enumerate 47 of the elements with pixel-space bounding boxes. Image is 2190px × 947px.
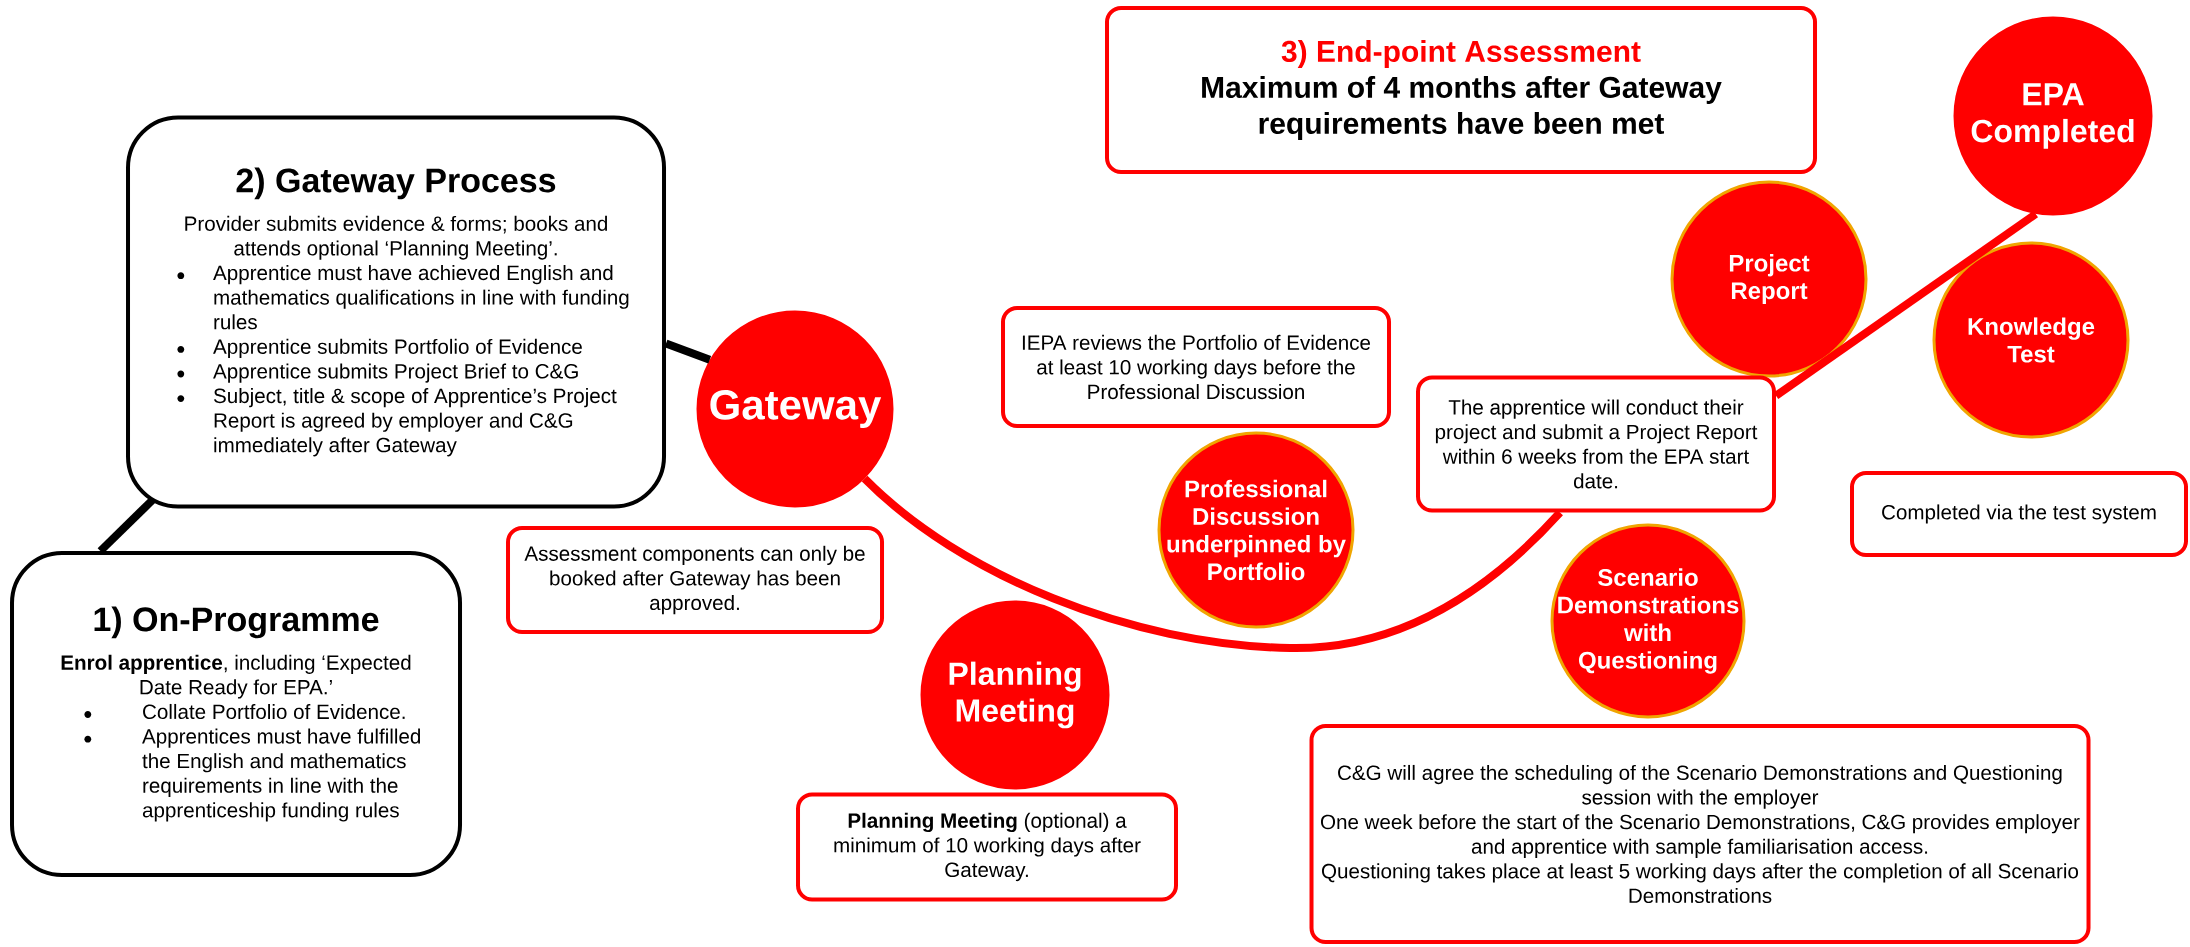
body-text: Planning Meeting (optional) a minimum of 10 working days after Gateway. [834,812,1141,882]
circle-label: Scenario Demonstrations with Questioning [1558,568,1739,674]
note-box [1416,375,1776,513]
note-box [1309,724,2091,944]
body-text: Assessment components can only be booked after Gateway has been approved. [524,545,865,615]
circle-label: Professional Discussion underpinned by Portfolio [1167,479,1346,581]
connector-line [861,475,1563,652]
body-text: The apprentice will conduct their project and submit a Project Report within 6 weeks from the EPA start date. [1435,399,1758,489]
stage-circle [1550,523,1746,719]
heading: 1) On-Programme [94,606,379,639]
note-box [1850,471,2188,557]
circle-label: EPA Completed [1971,83,2134,149]
bullet-text: Apprentice submits Portfolio of Evidence [213,338,582,359]
circle-label: Planning Meeting [949,661,1081,729]
body-text: C&G will agree the scheduling of the Scenario Demonstrations and Questioning session with the employer [1338,764,2062,809]
connector-line [97,496,156,554]
circle-label: Gateway [710,389,882,428]
body-text: IEPA reviews the Portfolio of Evidence at least 10 working days before the Professional Discussion [1022,334,1371,400]
rounded-box [126,115,666,509]
body-text: Completed via the test system [1882,504,2156,524]
subheading: Maximum of 4 months after Gateway requirements have been met [1202,76,1722,140]
bullet-text: Apprentice must have achieved English and mathematics qualifications in line with funding rules [213,265,629,330]
stage-circle [1932,241,2130,439]
body-text: Enrol apprentice, including ‘Expected Date Ready for EPA.’ [61,654,411,699]
circle-label: Project Report [1729,254,1810,304]
stage-circle [696,310,894,508]
body-text: One week before the start of the Scenario Demonstrations, C&G provides employer and apprentice with sample familiarisation access. [1321,814,2080,858]
stage-circle [1670,180,1868,378]
stage-circle [1157,431,1355,629]
note-box [1001,306,1391,428]
note-box [506,526,884,634]
stage-circle [920,600,1110,790]
note-box [796,792,1178,902]
connector-line [1773,210,2039,400]
bullet-text: Apprentice submits Project Brief to C&G [213,363,578,383]
bullet-text: Collate Portfolio of Evidence. [143,703,405,720]
body-text: Questioning takes place at least 5 working days after the completion of all Scenario Demonstrations [1321,863,2079,904]
body-text: Provider submits evidence & forms; books and attends optional ‘Planning Meeting’. [185,215,607,260]
heading: 3) End-point Assessment [1281,40,1641,68]
circle-label: Knowledge Test [1968,317,2095,363]
stage-circle [1953,16,2153,216]
connector-line [664,339,712,364]
note-box [1105,6,1817,174]
rounded-box [10,551,462,877]
heading: 2) Gateway Process [236,167,556,200]
bullet-text: Apprentices must have fulfilled the English and mathematics requirements in line with the apprenticeship funding rules [142,728,420,822]
bullet-text: Subject, title & scope of Apprentice’s Project Report is agreed by employer and C&G immediately after Gateway [213,388,617,457]
